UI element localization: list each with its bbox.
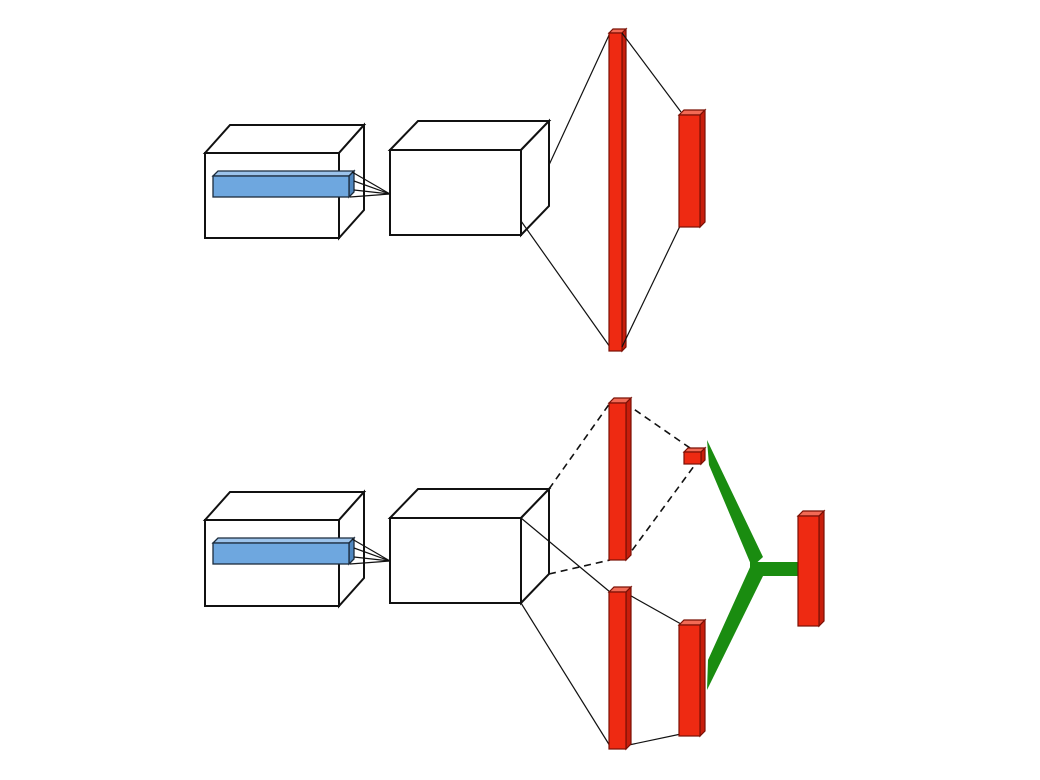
merged-output-layer: [796, 509, 826, 628]
bottom-upper-fc-layer: [607, 396, 633, 562]
bottom-lower-fc-layer: [607, 585, 633, 751]
bottom-feature-volume: [387, 486, 552, 606]
top-feature-volume: [387, 118, 552, 238]
bottom-small-unit: [682, 446, 707, 466]
top-output-layer: [677, 108, 707, 229]
bottom-conv-kernel: [211, 536, 356, 566]
bottom-lower-branch-lines: [520, 517, 682, 747]
top-kernel-projection-lines: [349, 171, 391, 198]
top-conv-kernel: [211, 169, 356, 199]
top-fc-layer: [607, 27, 628, 353]
top-fc-to-output-lines: [621, 32, 682, 348]
merge-connector: [707, 440, 800, 690]
top-network: [202, 27, 707, 353]
top-feature-to-fc-lines: [520, 32, 611, 348]
bottom-kernel-projection-lines: [349, 538, 391, 565]
bottom-network: [202, 396, 826, 751]
bottom-lower-output-layer: [677, 618, 707, 738]
bottom-upper-branch-dashed-lines: [548, 402, 698, 575]
